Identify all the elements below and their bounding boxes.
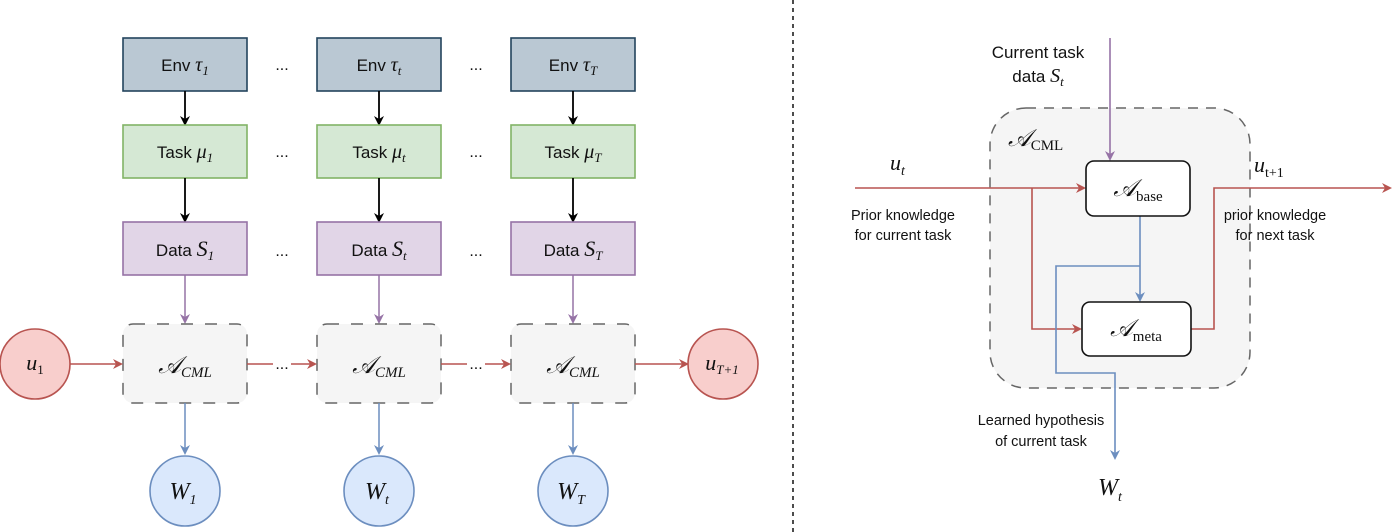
hypothesis-label-line1: Learned hypothesis bbox=[978, 413, 1105, 429]
final-prior-node bbox=[687, 328, 759, 400]
data-box bbox=[316, 221, 442, 276]
ellipsis: ... bbox=[469, 57, 482, 74]
env-label: Env τt bbox=[357, 54, 402, 78]
hypothesis-node bbox=[537, 455, 609, 527]
meta-learner-label: 𝒜meta bbox=[1110, 316, 1162, 345]
data-label-line1: Current task bbox=[992, 43, 1085, 62]
prior-to-meta-arrow bbox=[1031, 188, 1082, 334]
data-label: Data ST bbox=[544, 236, 604, 263]
data-label: Data S1 bbox=[156, 236, 214, 263]
task-label: Task μ1 bbox=[157, 141, 213, 165]
ellipsis: ... bbox=[275, 144, 288, 161]
ellipsis: ... bbox=[275, 243, 288, 260]
task-label: Task μt bbox=[352, 141, 406, 165]
task-box bbox=[122, 124, 248, 179]
input-label-line1: Prior knowledge bbox=[851, 208, 955, 224]
task-box bbox=[510, 124, 636, 179]
ellipsis: ... bbox=[275, 356, 288, 373]
meta-learner-box bbox=[1081, 301, 1192, 357]
ellipsis: ... bbox=[469, 356, 482, 373]
final-prior-label: uT+1 bbox=[705, 350, 739, 377]
ellipsis: ... bbox=[469, 144, 482, 161]
meta-output-arrow bbox=[1191, 183, 1392, 330]
task-box bbox=[316, 124, 442, 179]
ellipsis: ... bbox=[275, 57, 288, 74]
task-label: Task μT bbox=[545, 141, 603, 165]
base-learner-box bbox=[1085, 160, 1191, 217]
hypothesis-node bbox=[343, 455, 415, 527]
hypothesis-node-label: W1 bbox=[170, 479, 197, 508]
ellipsis: ... bbox=[469, 243, 482, 260]
data-label-line2: data St bbox=[1012, 65, 1064, 89]
output-symbol: ut+1 bbox=[1254, 152, 1284, 181]
hypothesis-node bbox=[149, 455, 221, 527]
output-label-line2: for next task bbox=[1236, 228, 1316, 244]
ellipsis-background bbox=[273, 356, 291, 370]
data-box bbox=[122, 221, 248, 276]
env-box bbox=[122, 37, 248, 92]
hypothesis-node-label: Wt bbox=[365, 479, 390, 508]
data-box bbox=[510, 221, 636, 276]
hypothesis-label-line2: of current task bbox=[995, 434, 1088, 450]
right-panel: 𝒜CML Current task data St ut Prior knowl… bbox=[851, 38, 1392, 505]
ellipsis-background bbox=[467, 356, 485, 370]
hypothesis-node-label: WT bbox=[557, 479, 586, 508]
output-label-line1: prior knowledge bbox=[1224, 208, 1326, 224]
input-symbol: ut bbox=[890, 150, 906, 179]
hypothesis-symbol: Wt bbox=[1098, 475, 1123, 505]
initial-prior-label: u1 bbox=[26, 350, 44, 377]
input-label-line2: for current task bbox=[855, 228, 952, 244]
cml-algorithm-box bbox=[316, 323, 442, 404]
cml-algorithm-box bbox=[510, 323, 636, 404]
env-label: Env τ1 bbox=[161, 54, 209, 78]
env-box bbox=[316, 37, 442, 92]
cml-algorithm-box bbox=[122, 323, 248, 404]
data-label: Data St bbox=[351, 236, 407, 263]
env-label: Env τT bbox=[549, 54, 598, 78]
hypothesis-output-arrow bbox=[1055, 265, 1140, 460]
